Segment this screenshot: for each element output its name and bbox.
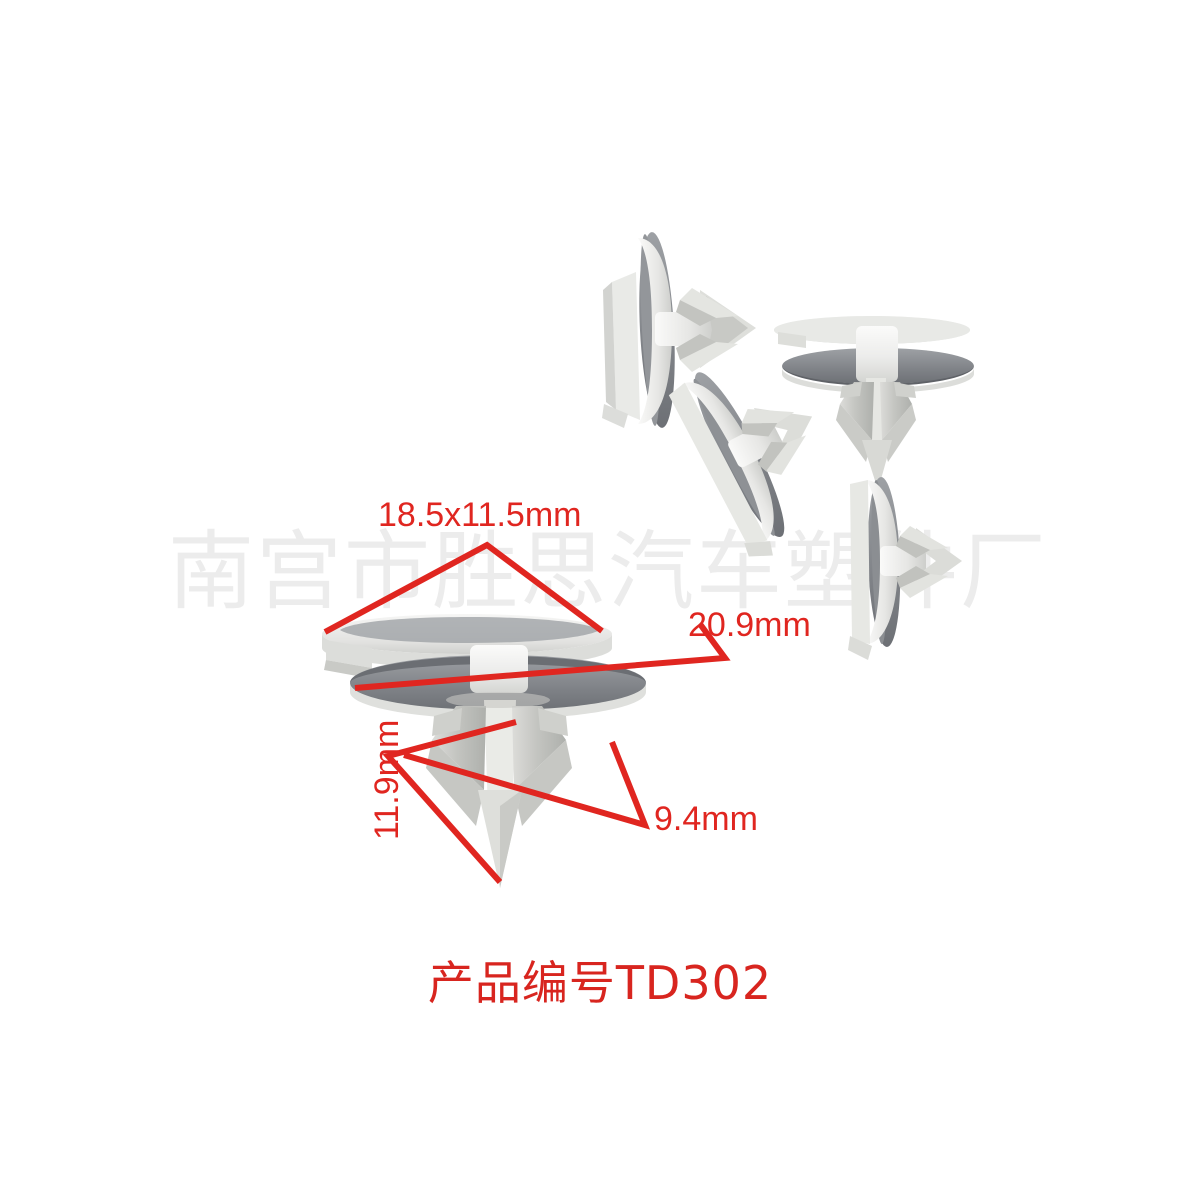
product-code-caption: 产品编号TD302	[427, 956, 773, 1010]
clip-part-middle	[668, 372, 813, 557]
clip-part-right	[848, 477, 962, 660]
clip-part-main	[322, 614, 646, 888]
clip-part-top-left	[602, 232, 756, 428]
clip-part-top-right	[774, 316, 974, 490]
